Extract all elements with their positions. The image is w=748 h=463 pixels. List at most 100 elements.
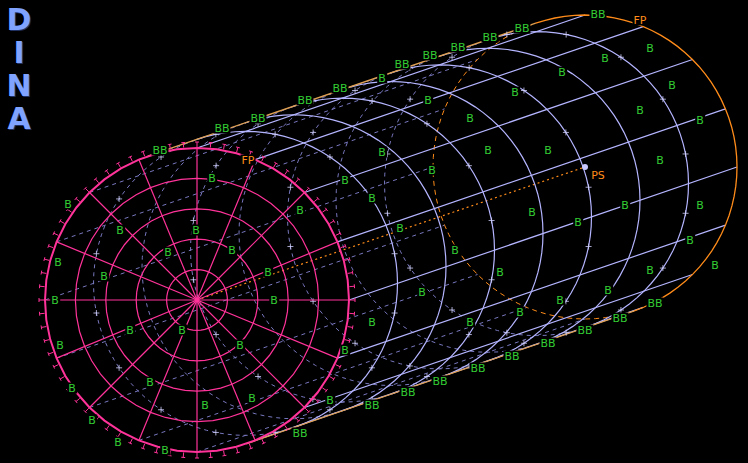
support-tick <box>48 244 49 248</box>
support-tick <box>314 198 318 201</box>
support-tick <box>39 298 40 302</box>
mesh-node-cross <box>329 154 330 160</box>
boundary-condition-label: BB <box>213 123 230 134</box>
boundary-condition-label: BB <box>291 428 308 439</box>
mesh-node-cross <box>355 87 356 93</box>
hidden-generator <box>90 60 478 193</box>
mesh-node-cross <box>452 54 453 60</box>
front-spoke <box>197 242 337 300</box>
support-tick <box>44 257 45 261</box>
support-tick <box>106 171 109 175</box>
back-edge <box>536 15 737 311</box>
support-tick <box>307 410 310 413</box>
support-tick <box>39 312 40 316</box>
support-tick <box>39 284 40 288</box>
support-tick <box>317 400 320 403</box>
support-tick <box>94 178 97 181</box>
mesh-node-cross <box>491 217 492 223</box>
mesh-node-cross <box>193 217 194 223</box>
support-tick <box>352 271 354 275</box>
support-tick <box>141 151 145 152</box>
boundary-condition-label: BB <box>296 95 313 106</box>
support-tick <box>286 169 289 171</box>
boundary-condition-label: BB <box>363 400 380 411</box>
support-tick <box>317 197 320 200</box>
support-tick <box>307 187 310 190</box>
support-tick <box>330 377 334 380</box>
front-spoke <box>90 300 197 407</box>
support-tick <box>40 286 45 287</box>
mesh-node-cross <box>258 374 259 380</box>
support-tick <box>143 444 145 449</box>
support-tick <box>336 365 341 367</box>
support-tick <box>249 444 251 449</box>
front-spoke <box>197 193 304 300</box>
boundary-condition-label: B <box>87 415 97 426</box>
hidden-generator <box>90 274 478 407</box>
support-tick <box>349 339 350 343</box>
visible-generator <box>337 109 725 242</box>
mesh-node-cross <box>215 429 216 435</box>
boundary-condition-label: B <box>235 340 245 351</box>
mesh-node-cross <box>290 244 291 250</box>
support-tick <box>325 389 327 392</box>
boundary-condition-label: B <box>227 245 237 256</box>
support-tick <box>75 400 78 403</box>
support-tick <box>339 231 341 235</box>
support-tick <box>355 298 356 302</box>
boundary-condition-label: BB <box>469 363 486 374</box>
boundary-condition-label: B <box>269 295 279 306</box>
boundary-condition-label: B <box>510 87 520 98</box>
support-tick <box>44 339 45 343</box>
mesh-node-cross <box>566 32 567 38</box>
support-tick <box>314 398 318 401</box>
point-marker <box>195 298 200 303</box>
boundary-condition-label: B <box>67 383 77 394</box>
boundary-condition-label: B <box>620 200 630 211</box>
support-tick <box>336 233 341 235</box>
support-tick <box>41 326 46 328</box>
boundary-condition-label: B <box>685 235 695 246</box>
support-tick <box>60 377 64 380</box>
support-tick <box>333 219 335 222</box>
support-tick <box>68 209 72 212</box>
mesh-node-cross <box>620 54 621 60</box>
mesh-node-cross <box>96 251 97 257</box>
visible-generator <box>255 27 643 160</box>
boundary-condition-label: B <box>163 247 173 258</box>
boundary-condition-label: BB <box>589 9 606 20</box>
boundary-condition-label: B <box>113 437 123 448</box>
mesh-node-cross <box>426 374 427 380</box>
boundary-condition-label: B <box>191 225 201 236</box>
support-tick <box>209 457 213 458</box>
mesh-node-cross <box>506 330 507 336</box>
mesh-node-cross <box>290 184 291 190</box>
support-tick <box>154 452 158 453</box>
support-tick <box>54 233 59 235</box>
visible-hoop <box>196 131 397 427</box>
support-tick <box>249 151 253 152</box>
support-tick <box>305 188 309 192</box>
mesh-node-cross <box>394 310 395 316</box>
support-tick <box>354 284 355 288</box>
boundary-condition-label: B <box>177 325 187 336</box>
mesh-node-cross <box>426 121 427 127</box>
boundary-condition-label: BB <box>449 42 466 53</box>
support-tick <box>249 448 253 449</box>
support-tick <box>75 197 78 200</box>
silhouette-line <box>246 311 634 444</box>
support-tick <box>118 163 121 167</box>
support-tick <box>76 198 80 201</box>
support-tick <box>330 221 334 224</box>
support-tick <box>297 420 300 423</box>
boundary-condition-label: BB <box>503 351 520 362</box>
support-tick <box>85 408 89 412</box>
boundary-condition-label: B <box>160 445 170 456</box>
cylinder-axis <box>197 167 585 300</box>
boundary-condition-label: B <box>263 267 273 278</box>
support-tick <box>84 187 87 190</box>
front-spoke <box>197 300 304 407</box>
mesh-node-cross <box>565 298 566 304</box>
support-tick <box>195 458 199 459</box>
visible-generator <box>304 274 692 407</box>
